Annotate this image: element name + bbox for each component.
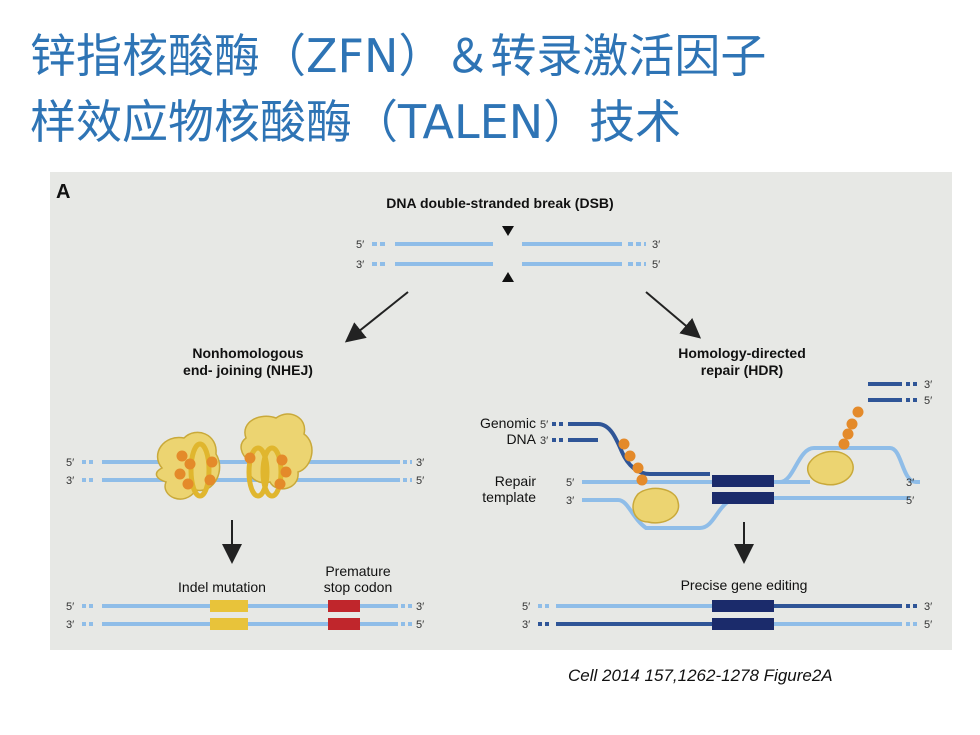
hdr-strands — [552, 382, 920, 530]
nhej-result-5prime-left: 5′ — [66, 601, 74, 613]
resection-protein-left-icon — [618, 438, 680, 524]
slide-title-line1: 锌指核酸酶（ZFN）＆转录激活因子 — [30, 29, 767, 83]
dsb-5prime-right: 5′ — [652, 259, 660, 271]
hdr-title-line1: Homology-directed — [678, 345, 806, 361]
hdr-title-line2: repair (HDR) — [701, 362, 783, 378]
hdr-result-3prime-left: 3′ — [522, 619, 530, 631]
dsb-repair-diagram: A DNA double-stranded break (DSB) 5′ 3′ … — [56, 181, 932, 631]
cut-triangle-top-icon — [502, 226, 514, 236]
repair-label-line1: Repair — [495, 473, 537, 489]
resection-protein-right-icon — [806, 406, 864, 486]
dsb-5prime-left: 5′ — [356, 239, 364, 251]
arrow-to-nhej — [344, 291, 409, 343]
precise-label: Precise gene editing — [681, 577, 808, 593]
nhej-result-3prime-right: 3′ — [416, 601, 424, 613]
repair-3prime: 3′ — [566, 495, 574, 507]
repair-label-line2: template — [482, 489, 536, 505]
arrow-to-hdr — [645, 291, 702, 339]
genomic-5prime: 5′ — [540, 419, 548, 431]
ku-protein-right-icon — [240, 413, 313, 499]
hdr-result-5prime-left: 5′ — [522, 601, 530, 613]
premature-label-line1: Premature — [325, 563, 391, 579]
nhej-title-line2: end- joining (NHEJ) — [183, 362, 313, 378]
slide-title-line2: 样效应物核酸酶（TALEN）技术 — [30, 95, 682, 149]
nhej-result-strands — [82, 600, 412, 630]
hdr-3prime-top: 3′ — [924, 379, 932, 391]
hdr-3prime-mid: 3′ — [906, 477, 914, 489]
nhej-3prime-right: 3′ — [416, 457, 424, 469]
panel-label: A — [56, 181, 70, 203]
nhej-5prime-right: 5′ — [416, 475, 424, 487]
nhej-result-5prime-right: 5′ — [416, 619, 424, 631]
repair-5prime: 5′ — [566, 477, 574, 489]
genomic-label-line2: DNA — [506, 431, 536, 447]
dsb-strands — [372, 242, 646, 266]
premature-label-line2: stop codon — [324, 579, 393, 595]
figure-panel: A DNA double-stranded break (DSB) 5′ 3′ … — [50, 172, 952, 650]
hdr-result-strands — [538, 600, 920, 630]
citation: Cell 2014 157,1262-1278 Figure2A — [568, 666, 833, 685]
cut-triangle-bottom-icon — [502, 272, 514, 282]
hdr-result-5prime-right: 5′ — [924, 619, 932, 631]
ku-protein-left-icon — [155, 431, 221, 500]
nhej-title-line1: Nonhomologous — [192, 345, 303, 361]
dsb-title: DNA double-stranded break (DSB) — [386, 195, 613, 211]
dsb-3prime-left: 3′ — [356, 259, 364, 271]
genomic-label-line1: Genomic — [480, 415, 536, 431]
genomic-3prime: 3′ — [540, 435, 548, 447]
nhej-5prime-left: 5′ — [66, 457, 74, 469]
dsb-3prime-right: 3′ — [652, 239, 660, 251]
nhej-result-3prime-left: 3′ — [66, 619, 74, 631]
hdr-5prime-top: 5′ — [924, 395, 932, 407]
nhej-3prime-left: 3′ — [66, 475, 74, 487]
hdr-5prime-mid: 5′ — [906, 495, 914, 507]
indel-label: Indel mutation — [178, 579, 266, 595]
hdr-result-3prime-right: 3′ — [924, 601, 932, 613]
